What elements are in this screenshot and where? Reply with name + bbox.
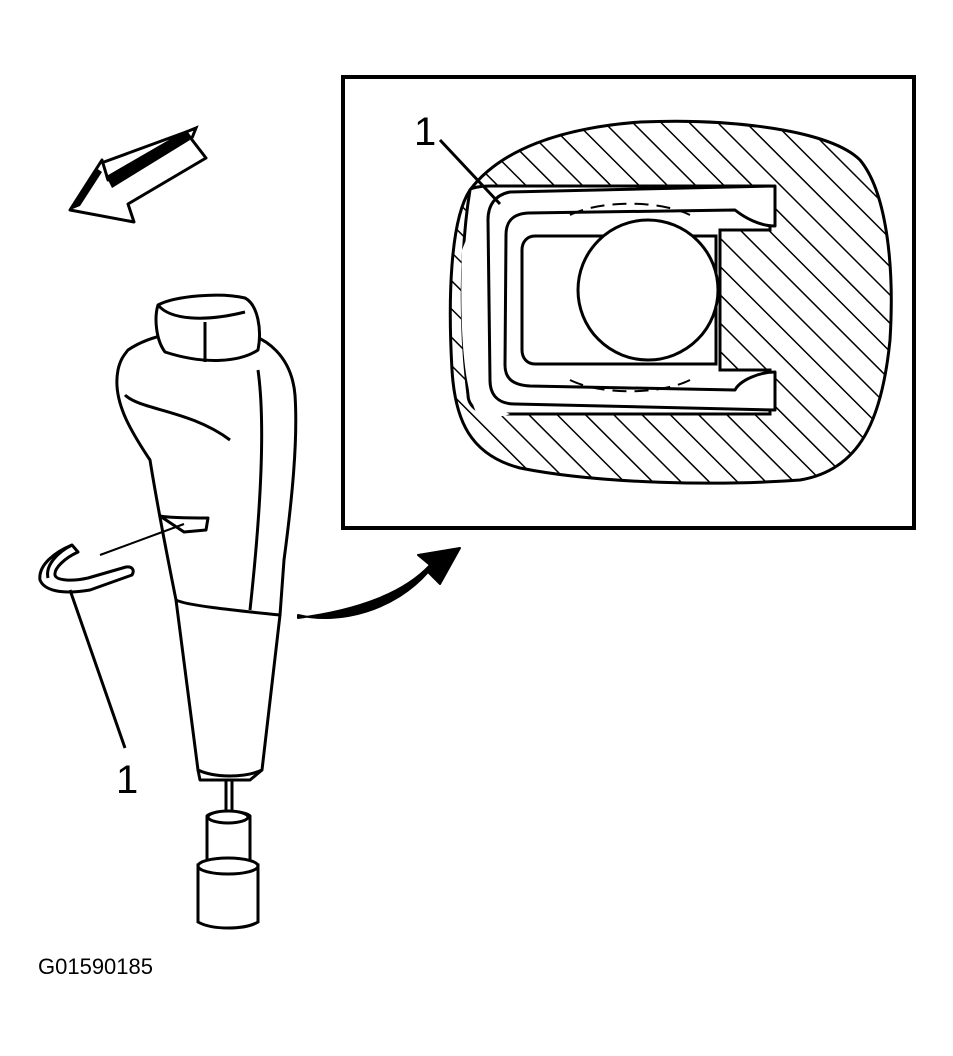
shift-knob xyxy=(115,293,298,782)
callout-label: 1 xyxy=(414,110,437,154)
figure-id: G01590185 xyxy=(38,954,153,979)
detail-inset xyxy=(341,75,916,530)
arrow-left-icon xyxy=(68,125,208,224)
callout-label: 1 xyxy=(116,758,139,802)
leader-line xyxy=(68,589,127,749)
leader-line xyxy=(99,523,185,556)
shift-lever xyxy=(196,780,260,930)
retaining-clip xyxy=(38,543,135,594)
curved-arrow-icon xyxy=(297,547,461,619)
